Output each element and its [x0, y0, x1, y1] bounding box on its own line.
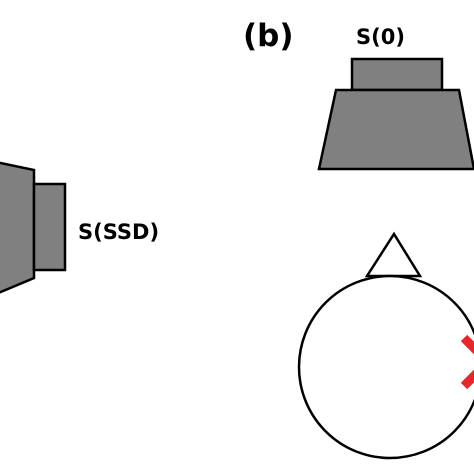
panel-label: (b): [243, 18, 294, 54]
front-loudspeaker-driver: [350, 57, 444, 92]
nose-icon: [364, 231, 423, 278]
front-loudspeaker: [317, 57, 474, 171]
front-source-label: S(0): [356, 25, 405, 49]
listener-head: [297, 231, 474, 460]
head-circle: [297, 274, 474, 460]
side-loudspeaker-driver: [32, 182, 67, 272]
side-loudspeaker: [0, 161, 67, 294]
side-source-label: S(SSD): [78, 220, 159, 244]
ear-marker-icon: [460, 334, 474, 390]
side-loudspeaker-cone: [0, 161, 36, 294]
front-loudspeaker-cone: [317, 88, 474, 171]
